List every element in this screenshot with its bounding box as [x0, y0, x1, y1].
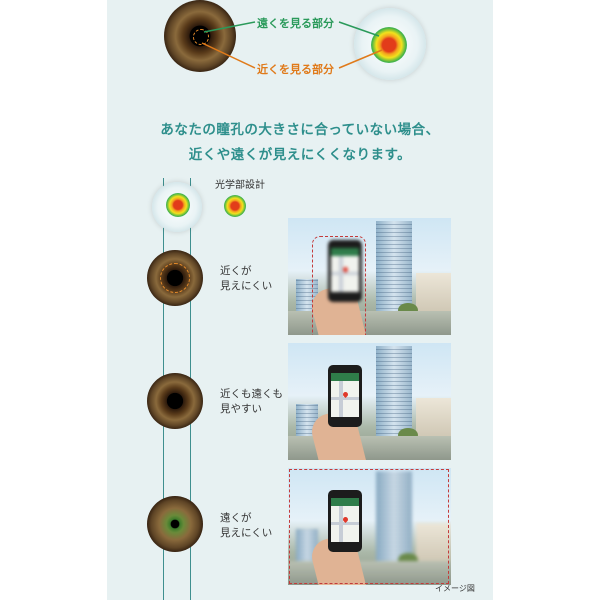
city-scene-row-2: [288, 343, 451, 460]
city-scene-row-3: [288, 468, 451, 585]
blur-highlight-phone: [312, 236, 366, 335]
row-3-line-1: 遠くが: [220, 512, 252, 524]
pupil-ring-dashed: [193, 29, 209, 45]
building-right: [416, 398, 451, 438]
phone-map-screen: [331, 373, 359, 417]
pointer-lines: [201, 21, 383, 69]
phone-map-screen: [331, 248, 359, 292]
footnote: イメージ図: [435, 584, 475, 593]
building-right: [416, 523, 451, 563]
far-pointer-line: [203, 21, 256, 33]
illustration-panel: 遠くを見る部分 近くを見る部分 あなたの瞳孔の大きさに合っていない場合、 近くや…: [107, 0, 493, 600]
row-3-caption: 遠くが 見えにくい: [220, 511, 272, 541]
headline-line-1: あなたの瞳孔の大きさに合っていない場合、: [160, 122, 440, 138]
street: [288, 436, 451, 460]
skyscraper: [376, 346, 412, 438]
optic-zone-small: [166, 193, 190, 217]
blur-highlight-background: [289, 469, 449, 584]
building-right: [416, 273, 451, 313]
skyscraper: [376, 221, 412, 313]
eye-row-3: [147, 496, 203, 552]
near-vision-label: 近くを見る部分: [257, 63, 334, 76]
eye-row-2: [147, 373, 203, 429]
smartphone-blurred: [328, 240, 362, 302]
city-scene-row-1: [288, 218, 451, 335]
near-pointer-line-2: [338, 49, 383, 69]
smartphone-clear: [328, 365, 362, 427]
headline-line-2: 近くや遠くが見えにくくなります。: [188, 147, 412, 163]
skyscraper: [376, 471, 412, 563]
phone-map-screen: [331, 498, 359, 542]
row-1-line-2: 見えにくい: [220, 280, 273, 292]
row-2-line-2: 見やすい: [220, 403, 262, 415]
pupil-dashed-row-1: [160, 263, 190, 293]
far-pointer-line-2: [338, 21, 380, 37]
optic-design-label: 光学部設計: [215, 180, 265, 191]
optic-design-icon: [224, 195, 246, 217]
row-1-line-1: 近くが: [220, 265, 252, 277]
row-2-caption: 近くも遠くも 見やすい: [220, 387, 283, 417]
near-pointer-line: [201, 42, 256, 69]
far-vision-label: 遠くを見る部分: [257, 17, 334, 30]
row-1-caption: 近くが 見えにくい: [220, 264, 272, 294]
row-2-line-1: 近くも遠くも: [220, 388, 283, 400]
optic-zone-top: [371, 27, 407, 63]
row-3-line-2: 見えにくい: [220, 527, 273, 539]
smartphone-clear: [328, 490, 362, 552]
